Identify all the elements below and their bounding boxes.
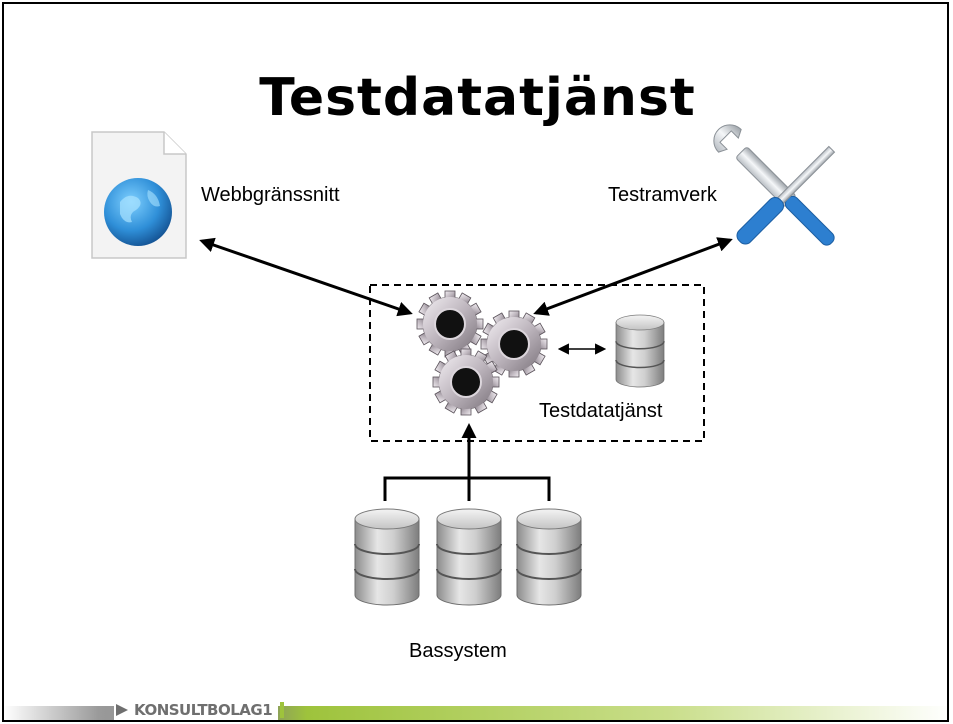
footer: KONSULTBOLAG1 [4,700,947,720]
brand-logo: KONSULTBOLAG1 [114,700,285,720]
service-label: Testdatatjänst [539,400,663,422]
diagram-canvas [91,124,836,606]
web-interface-label: Webbgränssnitt [201,184,340,206]
base-database-icon-2 [436,508,502,606]
service-database-icon [615,314,665,388]
wrench-screwdriver-icon [713,124,836,246]
base-database-icon-1 [354,508,420,606]
service-boundary [369,284,705,442]
arrow-web-service [199,237,413,317]
arrow-framework-service [533,237,733,316]
gears-icon [416,290,548,416]
base-connector [383,476,551,501]
web-document-globe-icon [91,131,187,259]
base-database-icon-3 [516,508,582,606]
page-title: Testdatatjänst [259,68,696,128]
test-framework-label: Testramverk [608,184,717,206]
base-system-label: Bassystem [409,640,507,662]
